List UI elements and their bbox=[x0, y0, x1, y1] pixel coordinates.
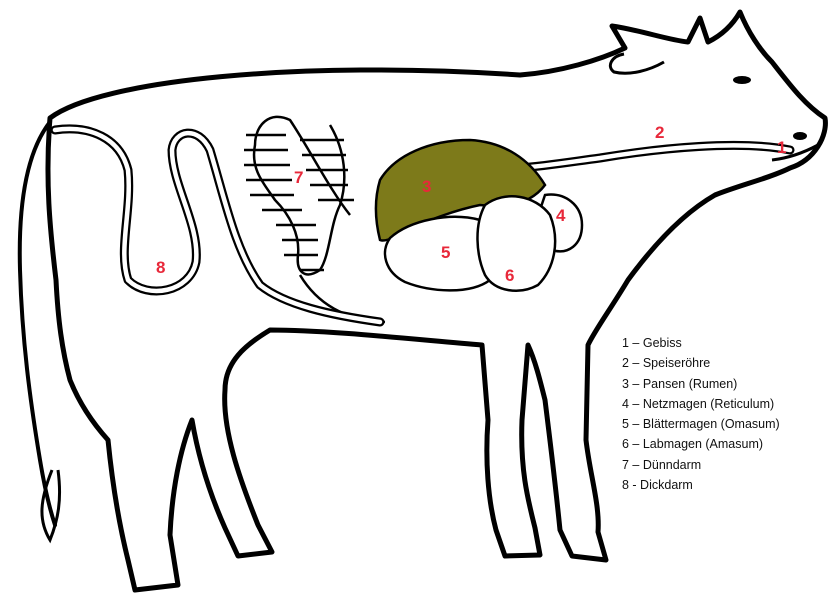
label-2: 2 bbox=[655, 123, 664, 142]
cow-ear bbox=[610, 54, 664, 73]
cow-eye bbox=[733, 76, 751, 84]
label-5: 5 bbox=[441, 243, 450, 262]
abomasum bbox=[477, 196, 555, 290]
legend: 1 – Gebiss 2 – Speiseröhre 3 – Pansen (R… bbox=[622, 333, 780, 495]
large-intestine-inner bbox=[55, 129, 380, 322]
label-6: 6 bbox=[505, 266, 514, 285]
legend-item-6: 6 – Labmagen (Amasum) bbox=[622, 434, 780, 454]
legend-item-7: 7 – Dünndarm bbox=[622, 455, 780, 475]
cow-body-outline bbox=[48, 12, 825, 590]
legend-item-5: 5 – Blättermagen (Omasum) bbox=[622, 414, 780, 434]
legend-item-8: 8 - Dickdarm bbox=[622, 475, 780, 495]
legend-item-1: 1 – Gebiss bbox=[622, 333, 780, 353]
label-3: 3 bbox=[422, 177, 431, 196]
label-4: 4 bbox=[556, 206, 566, 225]
large-intestine bbox=[55, 129, 380, 322]
label-7: 7 bbox=[294, 168, 303, 187]
label-8: 8 bbox=[156, 258, 165, 277]
label-1: 1 bbox=[777, 138, 786, 157]
legend-item-3: 3 – Pansen (Rumen) bbox=[622, 374, 780, 394]
legend-item-2: 2 – Speiseröhre bbox=[622, 353, 780, 373]
cow-nostril bbox=[793, 132, 807, 140]
legend-item-4: 4 – Netzmagen (Reticulum) bbox=[622, 394, 780, 414]
